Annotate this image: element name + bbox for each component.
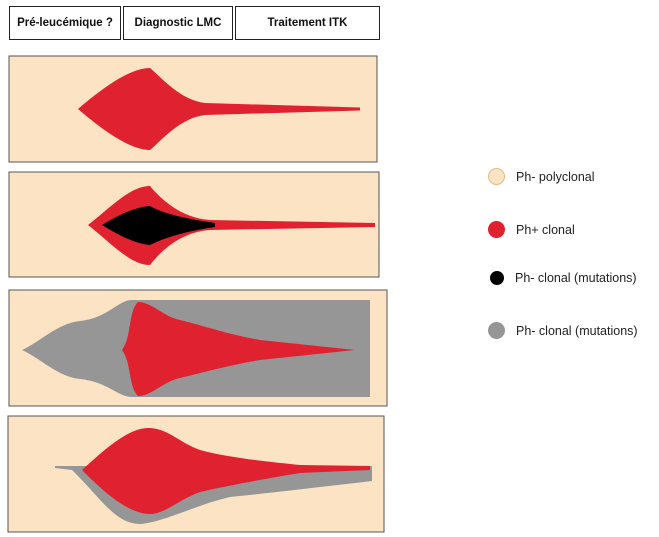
legend-item-ph-minus-clonal-gray: Ph- clonal (mutations) (488, 322, 638, 339)
legend-label: Ph- polyclonal (516, 169, 595, 184)
phase-header-pre-leukemic: Pré-leucémique ? (9, 6, 121, 40)
legend-swatch-gray (488, 322, 505, 339)
legend-swatch-black (490, 271, 504, 285)
phase-label: Pré-leucémique ? (17, 17, 113, 29)
legend-item-ph-minus-polyclonal: Ph- polyclonal (488, 168, 595, 185)
panel-2-ph-minus-mutated-subclone (102, 206, 215, 245)
legend-swatch-red (488, 221, 505, 238)
panel-2-ph-plus-clone (88, 186, 375, 265)
legend-label: Ph+ clonal (516, 222, 575, 237)
phase-label: Diagnostic LMC (134, 17, 222, 29)
panel-1-ph-plus-clone (78, 68, 360, 150)
phase-label: Traitement ITK (267, 17, 348, 29)
legend-swatch-beige (488, 168, 505, 185)
legend-item-ph-plus-clonal: Ph+ clonal (488, 221, 575, 238)
panel-4-ph-plus-clone (82, 428, 370, 514)
phase-header-treatment: Traitement ITK (235, 6, 380, 40)
legend-label: Ph- clonal (mutations) (516, 323, 638, 338)
legend-label: Ph- clonal (mutations) (515, 271, 637, 285)
phase-header-diagnosis: Diagnostic LMC (123, 6, 233, 40)
legend-item-ph-minus-clonal-black: Ph- clonal (mutations) (488, 271, 637, 285)
panel-3-ph-plus-clone (122, 302, 355, 396)
